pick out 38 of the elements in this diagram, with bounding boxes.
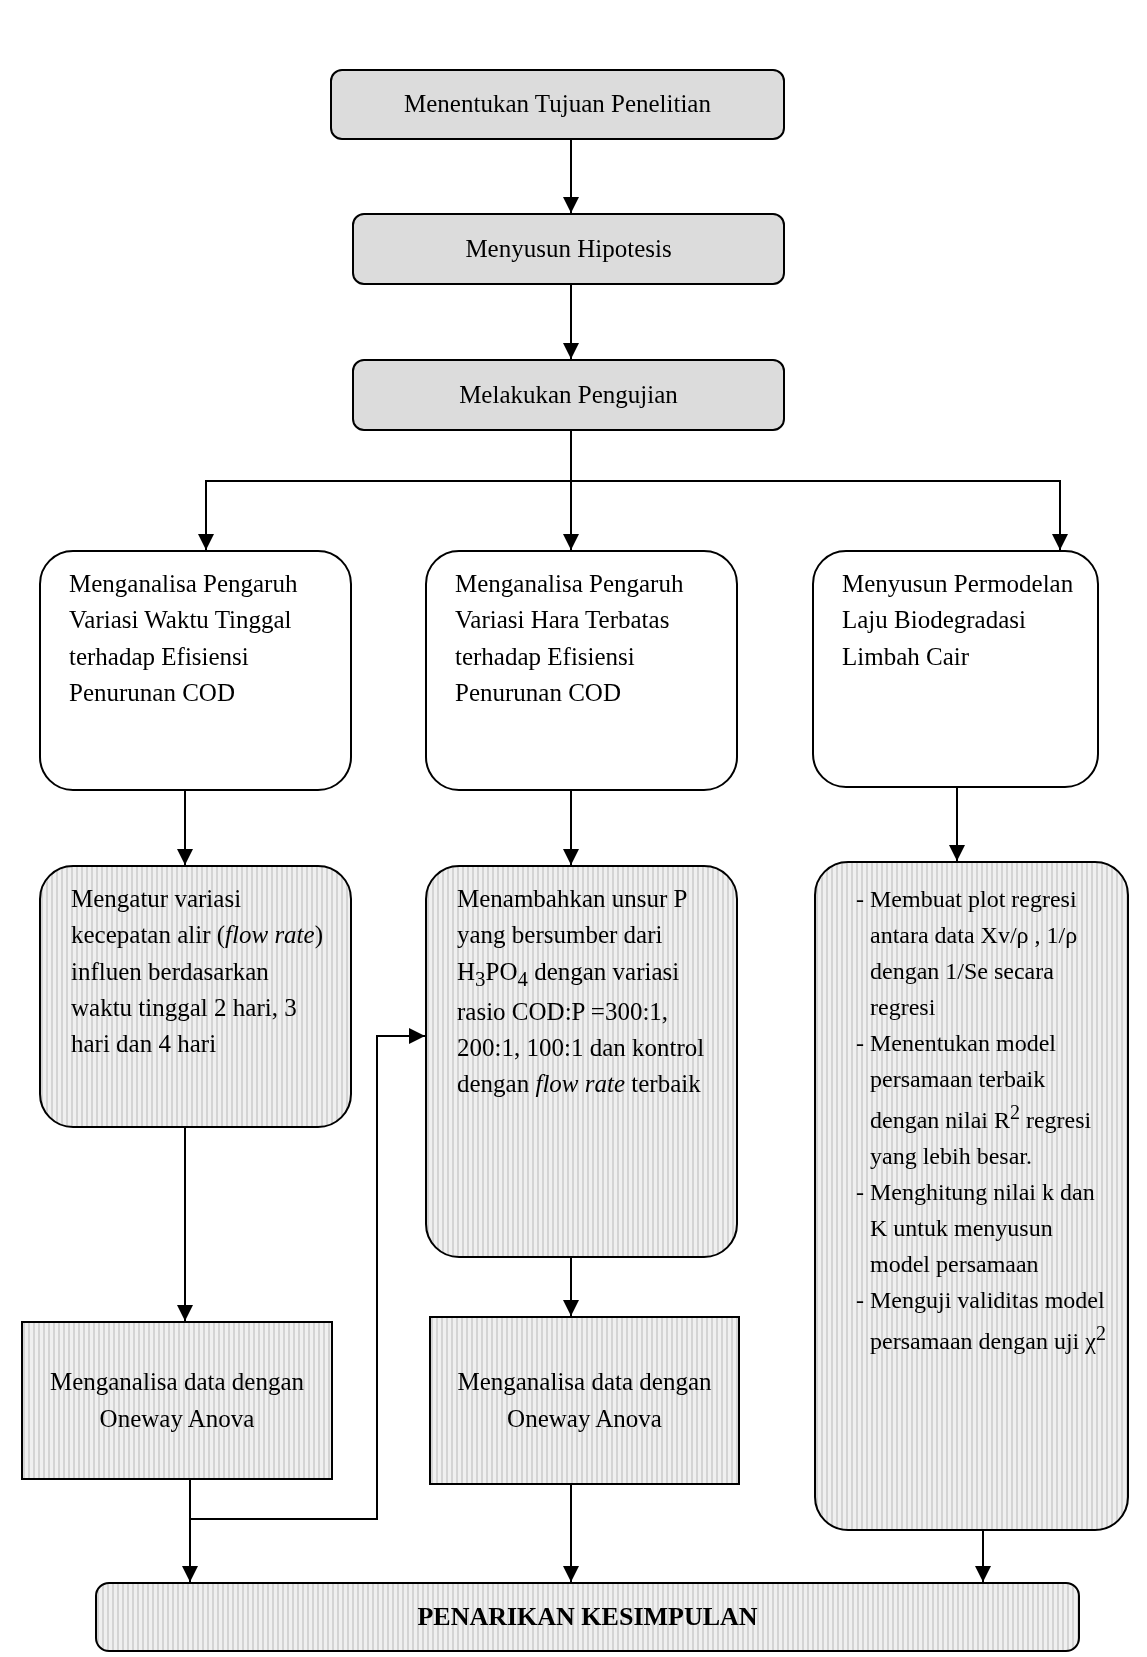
box-text: Menganalisa Pengaruh Variasi Waktu Tinggal terhadap Efisiensi Penurunan COD — [69, 569, 299, 708]
conclusion-box — [95, 1582, 1080, 1652]
process-box — [39, 865, 352, 1128]
box-text: Menyusun Permodelan Laju Biodegradasi Limbah Cair — [842, 569, 1075, 672]
box-text: - Menghitung nilai k dan K untuk menyusun model persamaan — [856, 1178, 1096, 1279]
arrow — [949, 787, 965, 862]
process-box — [812, 550, 1099, 788]
box-text: Menyusun Hipotesis — [464, 233, 673, 264]
arrow — [177, 790, 193, 866]
arrow — [563, 139, 579, 214]
process-box — [352, 359, 785, 431]
arrow — [563, 790, 579, 866]
box-text: Menganalisa data dengan Oneway Anova — [456, 1367, 713, 1434]
process-box — [429, 1316, 740, 1485]
arrow — [563, 1257, 579, 1317]
arrow — [182, 1479, 198, 1583]
process-box — [39, 550, 352, 791]
process-box — [352, 213, 785, 285]
box-text: Menganalisa Pengaruh Variasi Hara Terbatas terhadap Efisiensi Penurunan COD — [455, 569, 685, 708]
process-box — [330, 69, 785, 140]
process-box — [425, 550, 738, 791]
process-box — [21, 1321, 333, 1480]
arrow — [189, 1028, 426, 1520]
box-text: Menentukan Tujuan Penelitian — [403, 89, 712, 120]
process-box — [814, 861, 1129, 1531]
box-text: - Menguji validitas model persamaan dengan uji χ$^{2}$ — [856, 1286, 1107, 1356]
arrow — [177, 1127, 193, 1322]
box-text: Menambahkan unsur P yang bersumber dari H$_{3}$PO$_{4}$ dengan variasi rasio COD:P =300:1, 200:1, 100:1 dan kontrol dengan flow rate terbaik — [457, 884, 706, 1100]
arrow — [563, 1484, 579, 1583]
box-text: Menganalisa data dengan Oneway Anova — [48, 1367, 306, 1434]
box-text: Melakukan Pengujian — [458, 379, 679, 410]
process-box — [425, 865, 738, 1258]
box-text: - Menentukan model persamaan terbaik dengan nilai R$^{2}$ regresi yang lebih besar. — [856, 1029, 1093, 1171]
arrow — [975, 1530, 991, 1583]
box-text: Mengatur variasi kecepatan alir (flow rate) influen berdasarkan waktu tinggal 2 hari, 3 hari dan 4 hari — [71, 884, 324, 1059]
box-text: PENARIKAN KESIMPULAN — [416, 1601, 759, 1634]
arrow — [563, 284, 579, 360]
box-text: - Membuat plot regresi antara data Xv/ρ , 1/ρ dengan 1/Se secara regresi — [856, 885, 1079, 1022]
